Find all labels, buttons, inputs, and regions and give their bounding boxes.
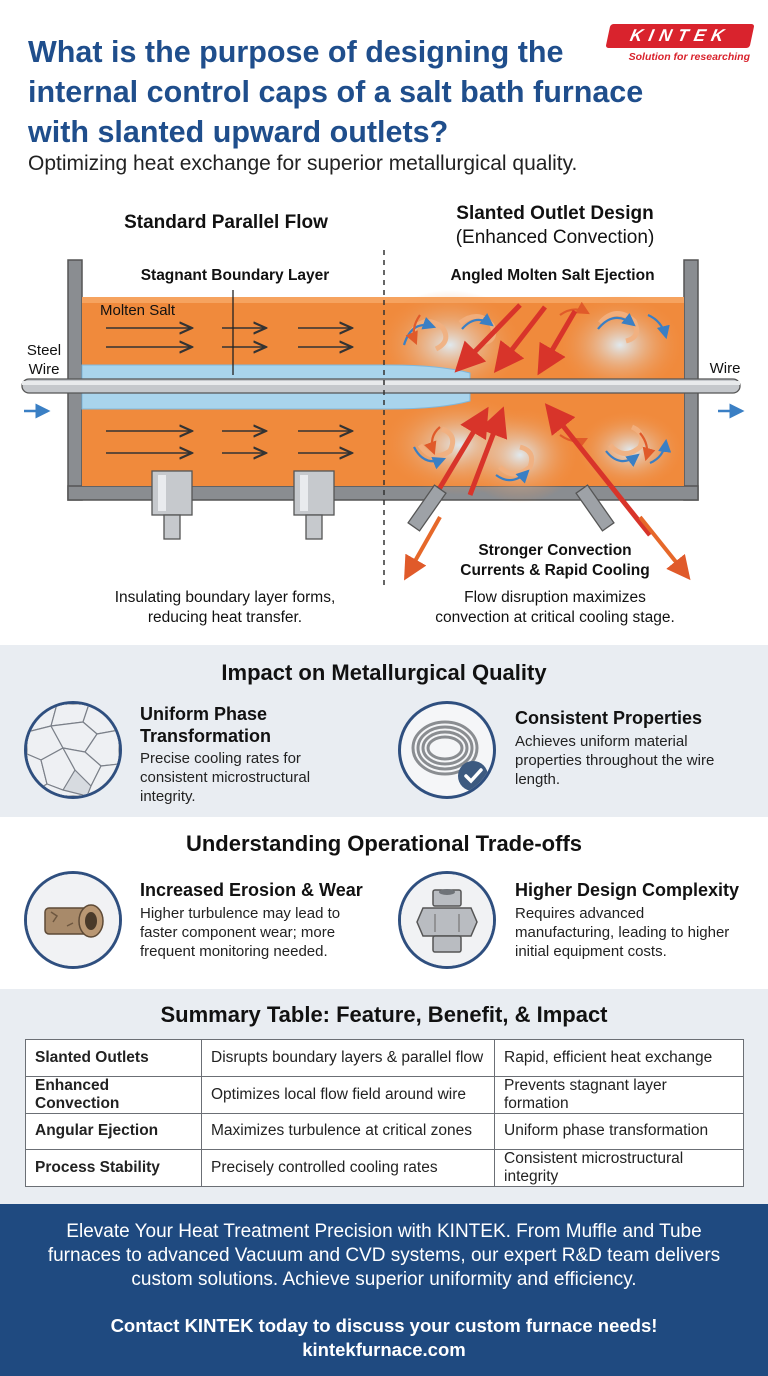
consistent-properties-text-line-1: Achieves uniform material xyxy=(515,733,688,750)
convection-label-line-1: Stronger Convection xyxy=(478,542,632,559)
table-cell-feature: Slanted Outlets xyxy=(25,1039,202,1077)
design-complexity-text-line-3: initial equipment costs. xyxy=(515,943,667,960)
furnace-diagram: Standard Parallel Flow Slanted Outlet De… xyxy=(0,195,768,645)
erosion-wear-text-line-2: faster component wear; more xyxy=(140,924,336,941)
erosion-wear-text-line-3: frequent monitoring needed. xyxy=(140,943,328,960)
right-caption: Flow disruption maximizes convection at … xyxy=(410,588,700,628)
left-caption-line-2: reducing heat transfer. xyxy=(147,609,303,626)
table-cell-feature: Process Stability xyxy=(25,1149,202,1187)
right-panel-subtitle: (Enhanced Convection) xyxy=(455,227,655,248)
consistent-properties-text: Achieves uniform material properties thr… xyxy=(515,732,755,789)
table-cell-impact: Prevents stagnant layer formation xyxy=(494,1075,744,1114)
table-cell-impact: Consistent microstructural integrity xyxy=(494,1149,744,1187)
table-row: Enhanced Convection Optimizes local flow… xyxy=(25,1075,744,1114)
logo-tagline: Solution for researching xyxy=(628,51,750,63)
uniform-phase-text: Precise cooling rates for consistent mic… xyxy=(140,749,370,806)
table-cell-benefit: Precisely controlled cooling rates xyxy=(201,1149,495,1187)
footer-text-line-2: furnaces to advanced Vacuum and CVD syst… xyxy=(47,1245,721,1266)
footer-text-line-3: custom solutions. Achieve superior unifo… xyxy=(131,1269,637,1290)
table-row: Process Stability Precisely controlled c… xyxy=(25,1149,744,1187)
right-caption-line-1: Flow disruption maximizes xyxy=(464,589,646,606)
convection-label: Stronger Convection Currents & Rapid Coo… xyxy=(440,541,670,581)
left-panel-title: Standard Parallel Flow xyxy=(124,212,328,233)
erosion-wear-title: Increased Erosion & Wear xyxy=(140,880,363,900)
table-cell-feature: Angular Ejection xyxy=(25,1112,202,1150)
consistent-properties-text-line-3: length. xyxy=(515,771,561,788)
design-complexity-text-line-1: Requires advanced xyxy=(515,905,645,922)
summary-table: Slanted Outlets Disrupts boundary layers… xyxy=(25,1039,744,1187)
grain-structure-icon xyxy=(24,701,122,799)
uniform-phase-text-line-2: consistent microstructural xyxy=(140,769,311,786)
hex-fitting-icon xyxy=(398,871,496,969)
table-cell-impact: Rapid, efficient heat exchange xyxy=(494,1039,744,1077)
tradeoffs-title: Understanding Operational Trade-offs xyxy=(185,831,583,856)
left-caption-line-1: Insulating boundary layer forms, xyxy=(114,589,336,606)
right-panel-title: Slanted Outlet Design xyxy=(456,203,654,224)
table-cell-benefit: Disrupts boundary layers & parallel flow xyxy=(201,1039,495,1077)
footer-text-line-1: Elevate Your Heat Treatment Precision wi… xyxy=(66,1221,702,1242)
design-complexity-text-line-2: manufacturing, leading to higher xyxy=(515,924,730,941)
impact-section: Impact on Metallurgical Quality Uniform … xyxy=(0,645,768,817)
website-link[interactable]: kintekfurnace.com xyxy=(302,1339,466,1360)
design-complexity-title: Higher Design Complexity xyxy=(515,880,740,900)
kintek-logo[interactable]: KINTEK Solution for researching xyxy=(605,24,755,63)
uniform-phase-title-line-2: Transformation xyxy=(140,726,272,746)
footer-text: Elevate Your Heat Treatment Precision wi… xyxy=(40,1220,728,1292)
consistent-properties-text-line-2: properties throughout the wire xyxy=(515,752,715,769)
uniform-phase-title-line-1: Uniform Phase xyxy=(140,704,268,724)
contact-cta[interactable]: Contact KINTEK today to discuss your cus… xyxy=(110,1315,658,1336)
worn-nozzle-icon xyxy=(24,871,122,969)
table-cell-feature: Enhanced Convection xyxy=(25,1075,202,1114)
erosion-wear-text-line-1: Higher turbulence may lead to xyxy=(140,905,341,922)
steel-wire-label-line-2: Wire xyxy=(28,361,60,378)
wire-label: Wire xyxy=(709,360,741,377)
steel-wire-label: Steel Wire xyxy=(16,341,72,379)
uniform-phase-title: Uniform Phase Transformation xyxy=(140,703,370,747)
consistent-properties-title: Consistent Properties xyxy=(515,708,703,728)
uniform-phase-text-line-3: integrity. xyxy=(140,788,196,805)
table-cell-impact: Uniform phase transformation xyxy=(494,1112,744,1150)
logo-wordmark: KINTEK xyxy=(605,24,755,48)
table-cell-benefit: Maximizes turbulence at critical zones xyxy=(201,1112,495,1150)
table-cell-benefit: Optimizes local flow field around wire xyxy=(201,1075,495,1114)
summary-title: Summary Table: Feature, Benefit, & Impac… xyxy=(160,1002,608,1027)
left-caption: Insulating boundary layer forms, reducin… xyxy=(80,588,370,628)
erosion-wear-text: Higher turbulence may lead to faster com… xyxy=(140,904,380,961)
wire-coil-check-icon xyxy=(398,701,496,799)
impact-title: Impact on Metallurgical Quality xyxy=(221,660,547,685)
right-caption-line-2: convection at critical cooling stage. xyxy=(435,609,675,626)
furnace-cross-section xyxy=(21,250,745,585)
ejection-label: Angled Molten Salt Ejection xyxy=(450,267,655,284)
uniform-phase-text-line-1: Precise cooling rates for xyxy=(140,750,301,767)
page-subtitle: Optimizing heat exchange for superior me… xyxy=(28,152,578,175)
tradeoffs-section: Understanding Operational Trade-offs Inc… xyxy=(0,817,768,989)
convection-label-line-2: Currents & Rapid Cooling xyxy=(460,562,650,579)
steel-wire-label-line-1: Steel xyxy=(26,342,62,359)
stagnant-layer-label: Stagnant Boundary Layer xyxy=(140,267,330,284)
molten-salt-label: Molten Salt xyxy=(100,302,176,319)
table-row: Slanted Outlets Disrupts boundary layers… xyxy=(25,1039,744,1077)
footer-banner: Elevate Your Heat Treatment Precision wi… xyxy=(0,1204,768,1376)
design-complexity-text: Requires advanced manufacturing, leading… xyxy=(515,904,755,961)
page-title: What is the purpose of designing the int… xyxy=(28,35,644,149)
header: What is the purpose of designing the int… xyxy=(0,0,768,195)
table-row: Angular Ejection Maximizes turbulence at… xyxy=(25,1112,744,1150)
